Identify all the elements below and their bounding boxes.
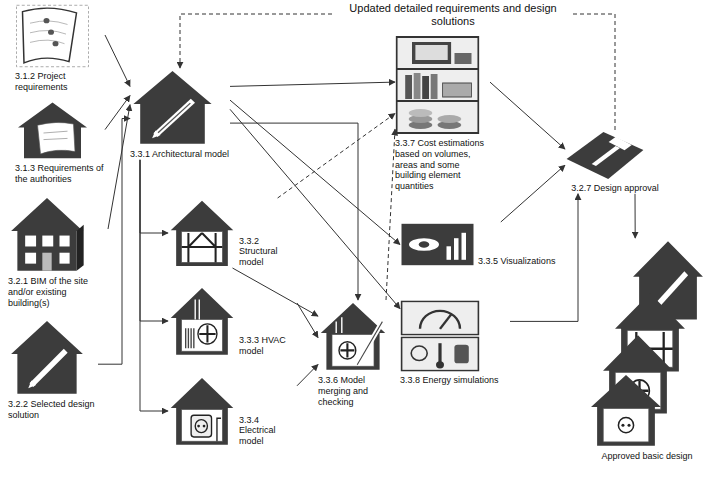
- connector-arrow: [140, 160, 168, 411]
- merge-icon: [321, 303, 385, 370]
- icon-slot: [565, 130, 645, 180]
- node-label: 3.2.7 Design approval: [565, 183, 665, 194]
- connector-arrow: [230, 109, 400, 308]
- process-node: 3.3.3 HVAC model: [168, 285, 297, 357]
- icon-slot: [168, 285, 236, 357]
- connector-arrow: [386, 129, 395, 300]
- process-node: 3.1.2 Project requirements: [15, 4, 105, 93]
- process-node: 3.1.3 Requirements of the authorities: [15, 100, 105, 185]
- process-node: 3.3.1 Architectural model: [130, 68, 230, 160]
- icon-slot: [400, 222, 475, 267]
- icon-slot: [395, 35, 480, 135]
- node-label: 3.1.2 Project requirements: [15, 71, 105, 93]
- connector-arrow: [278, 114, 395, 199]
- edge-label: Updated detailed requirements and design…: [335, 2, 571, 28]
- process-node: 3.3.7 Cost estimations based on volumes,…: [395, 35, 490, 192]
- process-node: 3.3.8 Energy simulations: [400, 300, 510, 386]
- document-icon: [17, 5, 89, 66]
- icon-slot: [318, 300, 388, 372]
- electrical-icon: [171, 378, 234, 445]
- approved-stack-icon: [591, 241, 703, 445]
- connector-arrow: [297, 303, 318, 338]
- icon-slot: [8, 318, 86, 396]
- node-label: 3.3.5 Visualizations: [478, 256, 568, 267]
- icon-slot: [168, 375, 236, 447]
- node-label: 3.3.8 Energy simulations: [400, 375, 510, 386]
- node-label: 3.3.7 Cost estimations based on volumes,…: [395, 138, 490, 192]
- icon-slot: [168, 198, 236, 268]
- node-label: Approved basic design: [588, 451, 706, 462]
- process-node: Approved basic design: [588, 238, 706, 462]
- connector-arrow: [140, 160, 168, 321]
- energy-icon: [402, 301, 479, 370]
- connector-arrow: [230, 82, 395, 86]
- node-label: 3.3.3 HVAC model: [239, 335, 297, 357]
- node-label: 3.3.1 Architectural model: [130, 149, 230, 160]
- icon-slot: [400, 300, 480, 372]
- node-label: 3.3.6 Model merging and checking: [318, 375, 398, 407]
- house-pencil-icon: [11, 321, 83, 394]
- visualization-icon: [402, 224, 474, 265]
- process-node: 3.2.7 Design approval: [565, 130, 665, 194]
- house-pencil-icon: [133, 71, 211, 144]
- structure-icon: [171, 201, 234, 266]
- connector-arrow: [635, 194, 636, 238]
- node-label: 3.2.1 BIM of the site and/or existing bu…: [8, 276, 108, 308]
- approval-icon: [567, 132, 644, 179]
- node-label: 3.3.4 Electrical model: [239, 415, 297, 447]
- icon-slot: [15, 100, 90, 160]
- process-node: 3.3.4 Electrical model: [168, 375, 297, 447]
- node-label: 3.1.3 Requirements of the authorities: [15, 163, 105, 185]
- connector-arrow: [501, 165, 565, 222]
- process-node: 3.2.2 Selected design solution: [8, 318, 98, 421]
- connector-arrow: [105, 35, 130, 86]
- icon-slot: [8, 195, 86, 273]
- connector-arrow: [233, 268, 319, 316]
- process-node: 3.3.6 Model merging and checking: [318, 300, 398, 407]
- cost-icon: [397, 37, 479, 133]
- node-label: 3.2.2 Selected design solution: [8, 399, 98, 421]
- building-icon: [11, 198, 84, 271]
- process-node: 3.3.2 Structural model: [168, 198, 297, 268]
- icon-slot: [588, 238, 706, 448]
- connector-arrow: [180, 14, 615, 130]
- connector-arrow: [230, 100, 400, 244]
- process-node: 3.3.5 Visualizations: [400, 222, 568, 267]
- connector-arrow: [108, 105, 130, 229]
- icon-slot: [130, 68, 215, 146]
- icon-slot: [15, 4, 90, 68]
- house-document-icon: [18, 102, 87, 158]
- node-label: 3.3.2 Structural model: [239, 236, 297, 268]
- connector-arrow: [297, 364, 318, 385]
- hvac-icon: [171, 288, 234, 355]
- process-node: 3.2.1 BIM of the site and/or existing bu…: [8, 195, 108, 308]
- connector-arrow: [98, 119, 130, 365]
- connector-arrow: [230, 123, 358, 300]
- connector-arrow: [140, 160, 168, 233]
- connector-arrow: [490, 82, 565, 149]
